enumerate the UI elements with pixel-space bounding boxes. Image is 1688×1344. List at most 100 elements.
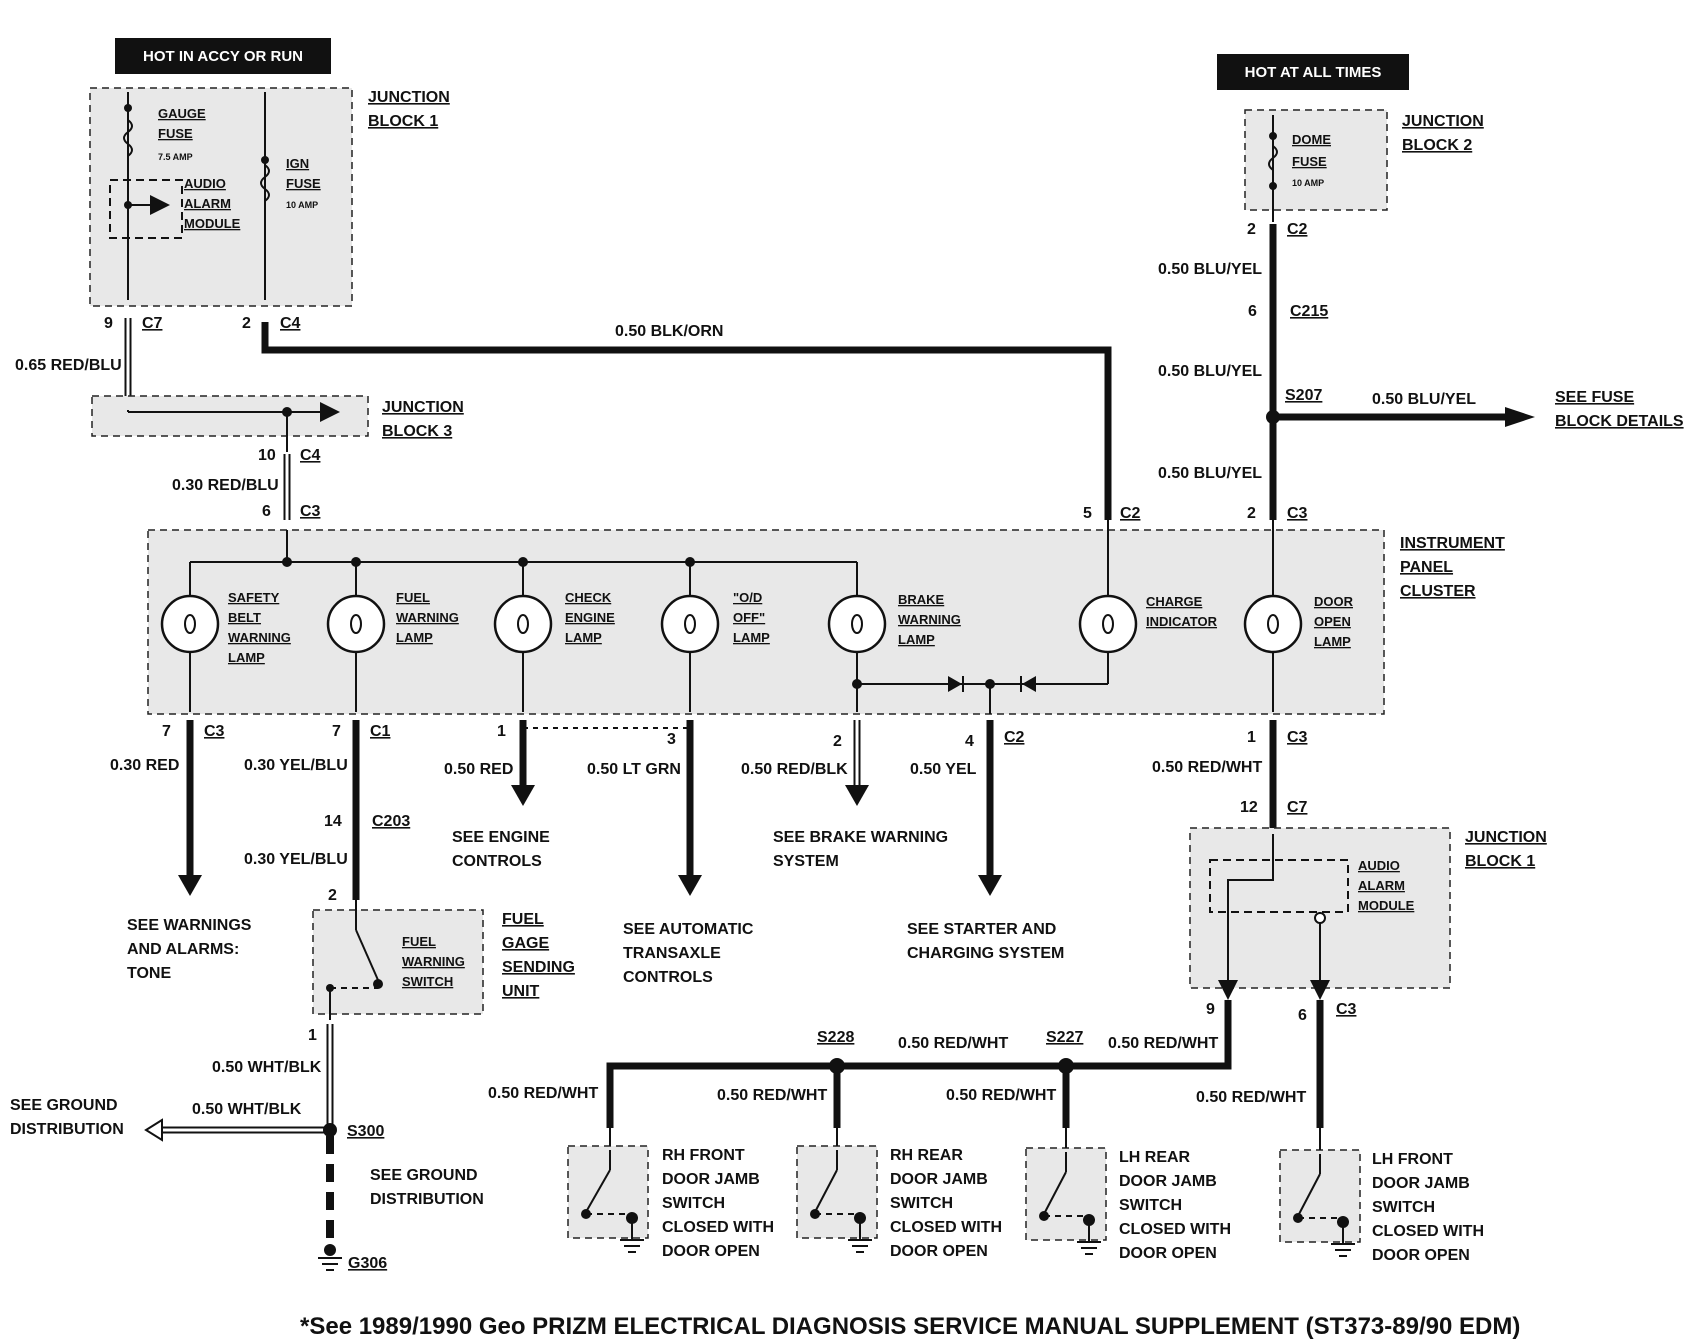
svg-text:LAMP: LAMP	[898, 632, 935, 647]
safety-belt-lamp: SAFETY BELT WARNING LAMP	[160, 562, 291, 712]
svg-text:2: 2	[833, 733, 842, 750]
rh-rear-door-switch: RH REAR DOOR JAMB SWITCH CLOSED WITH DOO…	[796, 1128, 1002, 1260]
svg-text:DOOR JAMB: DOOR JAMB	[890, 1171, 988, 1188]
wire-blk-orn	[261, 322, 1112, 520]
svg-text:7: 7	[332, 723, 341, 740]
svg-text:BLOCK 2: BLOCK 2	[1402, 137, 1472, 154]
svg-text:G306: G306	[348, 1255, 387, 1272]
svg-text:0.50 RED/WHT: 0.50 RED/WHT	[1196, 1089, 1306, 1106]
svg-text:LAMP: LAMP	[1314, 634, 1351, 649]
audio-alarm-module-b-box	[1209, 859, 1349, 913]
svg-text:CHARGING SYSTEM: CHARGING SYSTEM	[907, 945, 1064, 962]
svg-text:IGN: IGN	[286, 156, 309, 171]
svg-text:0.30 YEL/BLU: 0.30 YEL/BLU	[244, 851, 348, 868]
lh-rear-door-switch: LH REAR DOOR JAMB SWITCH CLOSED WITH DOO…	[1025, 1128, 1231, 1262]
svg-text:SEE GROUND: SEE GROUND	[370, 1167, 478, 1184]
svg-text:BLOCK 3: BLOCK 3	[382, 423, 452, 440]
svg-text:SEE WARNINGS: SEE WARNINGS	[127, 917, 252, 934]
svg-text:SWITCH: SWITCH	[402, 974, 453, 989]
svg-text:0.65 RED/BLU: 0.65 RED/BLU	[15, 357, 122, 374]
svg-text:SEE FUSE: SEE FUSE	[1555, 389, 1634, 406]
ground-icon	[848, 1239, 872, 1253]
svg-text:FUSE: FUSE	[1292, 154, 1327, 169]
svg-text:0.30 RED: 0.30 RED	[110, 757, 179, 774]
svg-text:LAMP: LAMP	[565, 630, 602, 645]
svg-text:DOOR: DOOR	[1314, 594, 1354, 609]
svg-text:2: 2	[328, 887, 337, 904]
wire-red-wht-bus	[606, 1000, 1232, 1128]
svg-text:WARNING: WARNING	[898, 612, 961, 627]
svg-text:C7: C7	[142, 315, 163, 332]
svg-text:SENDING: SENDING	[502, 959, 575, 976]
svg-text:CONTROLS: CONTROLS	[623, 969, 713, 986]
splice-s228	[829, 1058, 845, 1074]
svg-text:3: 3	[667, 731, 676, 748]
svg-text:SYSTEM: SYSTEM	[773, 853, 839, 870]
svg-text:GAGE: GAGE	[502, 935, 549, 952]
svg-text:RH REAR: RH REAR	[890, 1147, 963, 1164]
svg-text:SEE BRAKE WARNING: SEE BRAKE WARNING	[773, 829, 948, 846]
svg-text:S300: S300	[347, 1123, 384, 1140]
svg-text:0.50 RED/BLK: 0.50 RED/BLK	[741, 761, 848, 778]
svg-text:LH REAR: LH REAR	[1119, 1149, 1191, 1166]
svg-text:MODULE: MODULE	[184, 216, 241, 231]
svg-text:OFF": OFF"	[733, 610, 765, 625]
svg-text:SAFETY: SAFETY	[228, 590, 280, 605]
svg-text:CLOSED WITH: CLOSED WITH	[1372, 1223, 1484, 1240]
svg-text:LAMP: LAMP	[396, 630, 433, 645]
svg-text:7.5 AMP: 7.5 AMP	[158, 152, 193, 162]
svg-text:DOOR OPEN: DOOR OPEN	[1372, 1247, 1470, 1264]
svg-text:1: 1	[308, 1027, 317, 1044]
svg-text:JUNCTION: JUNCTION	[368, 89, 450, 106]
diode-icon	[948, 676, 962, 692]
svg-text:C3: C3	[204, 723, 225, 740]
svg-text:"O/D: "O/D	[733, 590, 762, 605]
gauge-fuse-icon	[123, 119, 133, 157]
svg-text:0.30 YEL/BLU: 0.30 YEL/BLU	[244, 757, 348, 774]
svg-text:S227: S227	[1046, 1029, 1083, 1046]
svg-text:0.50 LT GRN: 0.50 LT GRN	[587, 761, 681, 778]
ground-icon	[620, 1239, 644, 1253]
svg-text:ENGINE: ENGINE	[565, 610, 615, 625]
svg-text:CHARGE: CHARGE	[1146, 594, 1203, 609]
svg-text:AUDIO: AUDIO	[1358, 858, 1400, 873]
svg-text:C3: C3	[1336, 1001, 1357, 1018]
svg-text:C215: C215	[1290, 303, 1328, 320]
svg-text:2: 2	[1247, 505, 1256, 522]
svg-text:5: 5	[1083, 505, 1092, 522]
svg-text:ALARM: ALARM	[184, 196, 231, 211]
svg-text:SWITCH: SWITCH	[1372, 1199, 1435, 1216]
svg-text:HOT AT ALL TIMES: HOT AT ALL TIMES	[1245, 64, 1382, 81]
svg-text:DOME: DOME	[1292, 132, 1331, 147]
footer-note: *See 1989/1990 Geo PRIZM ELECTRICAL DIAG…	[300, 1313, 1520, 1340]
svg-text:SEE ENGINE: SEE ENGINE	[452, 829, 550, 846]
ground-icon	[1077, 1241, 1101, 1255]
svg-text:0.50 RED/WHT: 0.50 RED/WHT	[898, 1035, 1008, 1052]
fuel-warning-lamp: FUEL WARNING LAMP	[326, 562, 459, 712]
svg-text:CLOSED WITH: CLOSED WITH	[662, 1219, 774, 1236]
svg-text:0.50 BLU/YEL: 0.50 BLU/YEL	[1158, 261, 1262, 278]
svg-text:0.50 WHT/BLK: 0.50 WHT/BLK	[212, 1059, 322, 1076]
svg-text:SWITCH: SWITCH	[662, 1195, 725, 1212]
svg-text:FUEL: FUEL	[396, 590, 430, 605]
svg-text:WARNING: WARNING	[402, 954, 465, 969]
svg-text:JUNCTION: JUNCTION	[1402, 113, 1484, 130]
svg-text:C2: C2	[1120, 505, 1141, 522]
svg-text:6: 6	[1298, 1007, 1307, 1024]
svg-text:9: 9	[1206, 1001, 1215, 1018]
svg-text:DISTRIBUTION: DISTRIBUTION	[370, 1191, 484, 1208]
fuel-gage-sending-unit: FUEL WARNING SWITCH FUEL GAGE SENDING UN…	[312, 900, 575, 1020]
svg-text:JUNCTION: JUNCTION	[1465, 829, 1547, 846]
ign-fuse-icon	[260, 164, 270, 202]
svg-text:BELT: BELT	[228, 610, 261, 625]
svg-text:MODULE: MODULE	[1358, 898, 1415, 913]
brake-warning-lamp: BRAKE WARNING LAMP	[827, 562, 961, 712]
svg-text:CLOSED WITH: CLOSED WITH	[890, 1219, 1002, 1236]
svg-text:14: 14	[324, 813, 342, 830]
svg-text:LAMP: LAMP	[733, 630, 770, 645]
svg-text:BLOCK DETAILS: BLOCK DETAILS	[1555, 413, 1684, 430]
svg-text:DOOR OPEN: DOOR OPEN	[662, 1243, 760, 1260]
svg-text:0.50 RED: 0.50 RED	[444, 761, 513, 778]
